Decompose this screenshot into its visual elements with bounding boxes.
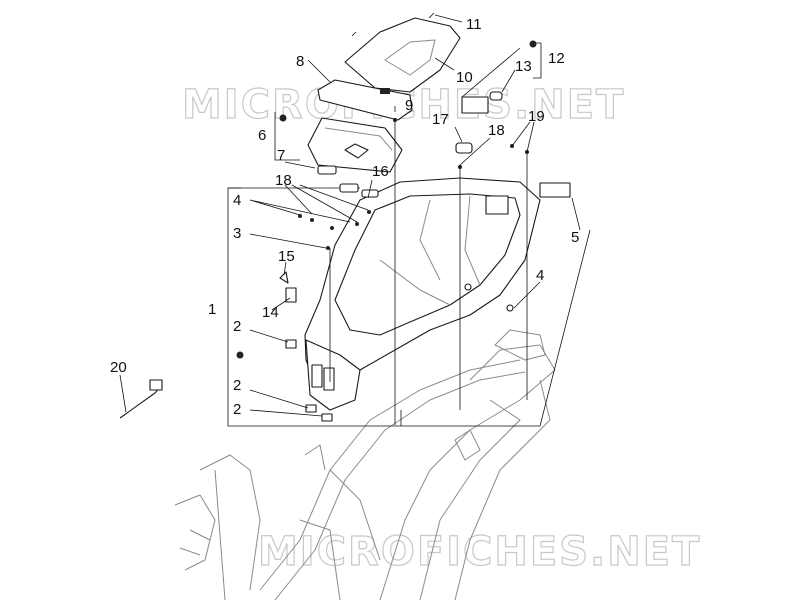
screw-4b	[506, 304, 514, 312]
callout-4-right: 4	[536, 267, 544, 284]
part-2-clip-a	[285, 339, 297, 349]
callout-4-left: 4	[233, 192, 241, 209]
part-20-cable	[119, 379, 163, 419]
compartment-vent	[485, 195, 509, 215]
part-14-clip	[285, 287, 297, 303]
watermark-bottom: MICROFICHES.NET	[258, 529, 701, 575]
part-5-pad	[539, 182, 571, 198]
callout-8: 8	[296, 53, 304, 70]
group-bracket-1	[227, 187, 591, 427]
part-2-clip-c	[321, 413, 333, 422]
screws	[298, 118, 529, 250]
callout-2-b: 2	[233, 377, 241, 394]
part-2-clip-b	[305, 404, 317, 413]
callout-14: 14	[262, 304, 279, 321]
callout-3: 3	[233, 225, 241, 242]
callout-labels: 11 10 8 9 6 7 12 13 17 18 19 18 16 4 3 5…	[110, 16, 579, 418]
scooter-frame	[174, 329, 556, 601]
callout-6: 6	[258, 127, 266, 144]
clip-block-a	[311, 364, 323, 388]
group-bracket-12	[533, 42, 542, 79]
callout-7: 7	[277, 147, 285, 164]
helmet-compartment	[304, 177, 541, 411]
group-bracket-6	[274, 112, 300, 161]
callout-13: 13	[515, 58, 532, 75]
callout-12: 12	[548, 50, 565, 67]
clip-block-b	[323, 367, 335, 391]
marker-1	[236, 351, 244, 359]
part-8-badge	[380, 88, 390, 94]
callout-11: 11	[466, 16, 482, 33]
callout-5: 5	[571, 229, 579, 246]
callout-15: 15	[278, 248, 295, 265]
callout-1: 1	[208, 301, 216, 318]
part-17-plug	[455, 142, 473, 154]
leader-lines	[119, 14, 581, 425]
part-13-bulb	[489, 91, 503, 101]
part-15-screw	[279, 271, 289, 284]
part-8-trim	[317, 79, 413, 121]
callout-18-upper: 18	[488, 122, 505, 139]
marker-12	[529, 40, 537, 48]
callout-9: 9	[405, 97, 413, 114]
marker-6	[279, 114, 287, 122]
screws-11	[351, 12, 435, 37]
callout-18-lower: 18	[275, 172, 292, 189]
callout-20: 20	[110, 359, 127, 376]
part-6-glovebox	[307, 117, 403, 173]
callout-16: 16	[372, 163, 389, 180]
callout-2-c: 2	[233, 401, 241, 418]
callout-2-a: 2	[233, 318, 241, 335]
part-7-pad-b	[339, 183, 359, 193]
callout-10: 10	[456, 69, 473, 86]
part-7-pad-a	[317, 165, 337, 175]
part-12-lamp	[461, 96, 489, 114]
callout-19: 19	[528, 108, 545, 125]
callout-17: 17	[432, 111, 449, 128]
screw-hole-a	[464, 283, 472, 291]
part-10-cover	[344, 17, 461, 93]
part-16-pad	[361, 189, 379, 198]
